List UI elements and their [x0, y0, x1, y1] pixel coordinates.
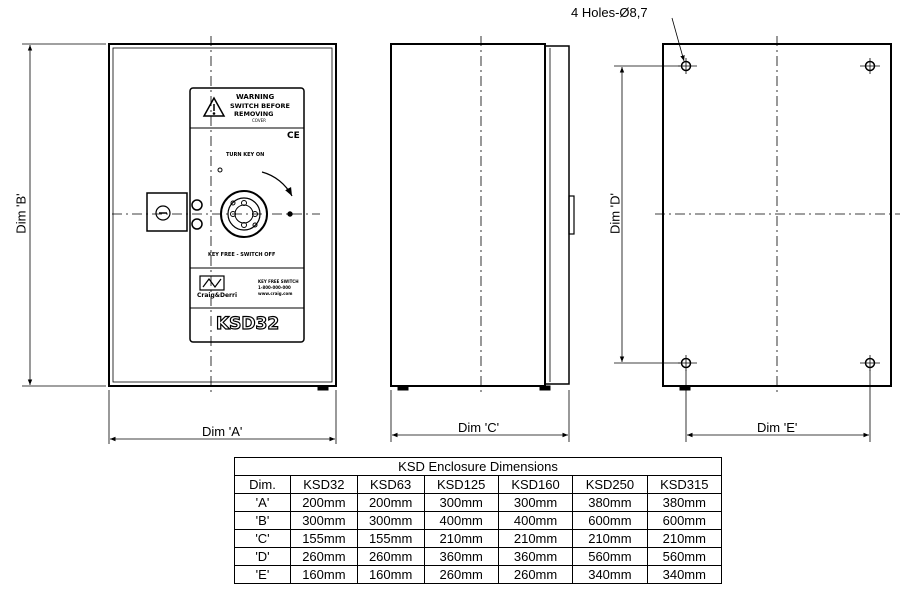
holes-note: 4 Holes-Ø8,7: [571, 5, 648, 20]
table-row: 'B' 300mm 300mm 400mm 400mm 600mm 600mm: [234, 511, 723, 530]
table-cell: 340mm: [646, 565, 723, 584]
warning-title: WARNING: [236, 93, 275, 101]
dim-b-label: Dim 'B': [13, 193, 29, 234]
brand-name: Craig&Derricott: [197, 292, 237, 299]
table-cell: 'E': [234, 565, 291, 584]
table-cell: 260mm: [497, 565, 574, 584]
table-cell: 300mm: [290, 511, 358, 530]
header-cell: Dim.: [234, 475, 291, 494]
mounting-hole-icon: [678, 355, 697, 371]
table-row: 'C' 155mm 155mm 210mm 210mm 210mm 210mm: [234, 529, 723, 548]
table-cell: 200mm: [290, 493, 358, 512]
table-cell: 'D': [234, 547, 291, 566]
table-cell: 340mm: [572, 565, 648, 584]
model-label: KSD32: [215, 313, 280, 334]
table-cell: 360mm: [423, 547, 499, 566]
header-cell: KSD160: [497, 475, 574, 494]
turn-key-label: TURN KEY ON: [226, 152, 265, 158]
table-cell: 'B': [234, 511, 291, 530]
table-header-row: Dim. KSD32 KSD63 KSD125 KSD160 KSD250 KS…: [234, 475, 723, 494]
header-cell: KSD125: [423, 475, 499, 494]
table-cell: 560mm: [646, 547, 723, 566]
dimensions-table: KSD Enclosure Dimensions Dim. KSD32 KSD6…: [234, 457, 723, 584]
dim-e-label: Dim 'E': [757, 420, 798, 435]
side-view: [390, 36, 575, 396]
table-cell: 600mm: [572, 511, 648, 530]
table-cell: 'A': [234, 493, 291, 512]
table-cell: 300mm: [356, 511, 425, 530]
header-cell: KSD250: [572, 475, 648, 494]
table-cell: 210mm: [497, 529, 574, 548]
table-row: 'E' 160mm 160mm 260mm 260mm 340mm 340mm: [234, 565, 723, 584]
table-cell: 210mm: [646, 529, 723, 548]
table-cell: 300mm: [423, 493, 499, 512]
table-cell: 200mm: [356, 493, 425, 512]
side-enclosure-body: [390, 43, 546, 387]
table-cell: 160mm: [356, 565, 425, 584]
rotary-switch[interactable]: [220, 190, 268, 238]
key-free-label: KEY FREE - SWITCH OFF: [208, 252, 276, 258]
dim-a-label: Dim 'A': [202, 424, 243, 439]
table-cell: 300mm: [497, 493, 574, 512]
table-cell: 260mm: [423, 565, 499, 584]
front-view: [108, 36, 337, 396]
mounting-hole-icon: [860, 58, 880, 74]
warning-triangle-icon: [202, 96, 226, 117]
rear-enclosure-body: [662, 43, 892, 387]
brand-logo-icon: [199, 275, 225, 291]
key-cylinder[interactable]: [155, 205, 171, 221]
table-cell: 160mm: [290, 565, 358, 584]
mounting-hole-icon: [678, 58, 697, 74]
dim-d-label: Dim 'D': [607, 192, 623, 235]
table-cell: 400mm: [423, 511, 499, 530]
table-cell: 'C': [234, 529, 291, 548]
header-cell: KSD32: [290, 475, 358, 494]
table-cell: 155mm: [356, 529, 425, 548]
table-cell: 260mm: [356, 547, 425, 566]
dim-c-label: Dim 'C': [458, 420, 500, 435]
table-cell: 400mm: [497, 511, 574, 530]
table-caption: KSD Enclosure Dimensions: [234, 457, 722, 475]
key-lock-housing: [146, 192, 188, 232]
ce-mark: CE: [287, 131, 300, 141]
warning-line-3: COVER: [252, 118, 266, 123]
mounting-hole-icon: [860, 355, 880, 371]
rear-view: [655, 36, 900, 396]
table-row: 'A' 200mm 200mm 300mm 300mm 380mm 380mm: [234, 493, 723, 512]
table-cell: 560mm: [572, 547, 648, 566]
table-cell: 360mm: [497, 547, 574, 566]
header-cell: KSD315: [646, 475, 723, 494]
table-cell: 600mm: [646, 511, 723, 530]
brand-line-3: www.craig.com: [258, 291, 293, 296]
table-cell: 210mm: [572, 529, 648, 548]
table-row: 'D' 260mm 260mm 360mm 360mm 560mm 560mm: [234, 547, 723, 566]
brand-line-1: KEY FREE SWITCH: [258, 279, 299, 284]
table-cell: 380mm: [646, 493, 723, 512]
front-enclosure-body: [108, 43, 337, 387]
table-cell: 380mm: [572, 493, 648, 512]
brand-line-2: 1-800-000-000: [258, 285, 291, 290]
table-cell: 260mm: [290, 547, 358, 566]
switch-label-plate: [189, 87, 305, 343]
header-cell: KSD63: [356, 475, 425, 494]
table-cell: 155mm: [290, 529, 358, 548]
warning-line-1: SWITCH BEFORE: [230, 102, 290, 110]
table-cell: 210mm: [423, 529, 499, 548]
warning-line-2: REMOVING: [234, 110, 274, 118]
